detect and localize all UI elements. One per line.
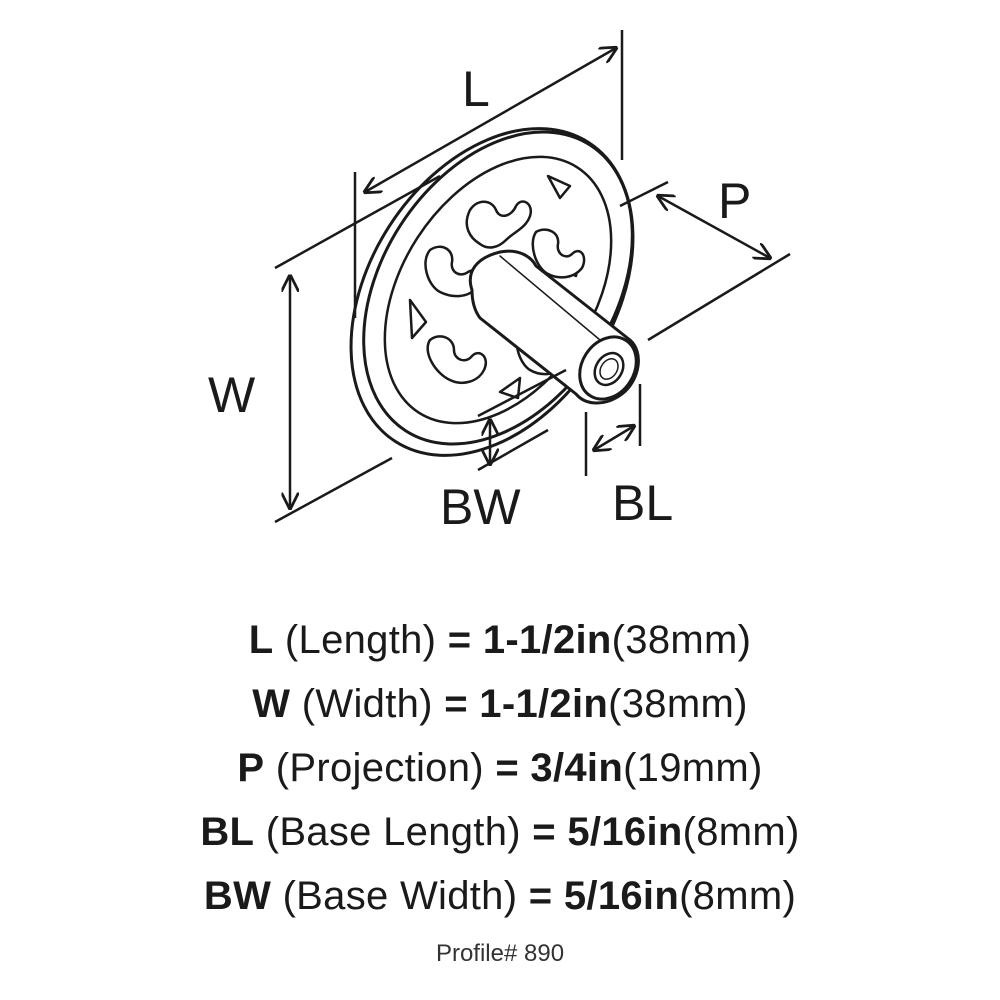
length-dimension-line (365, 48, 616, 192)
spec-description: (Projection) (275, 746, 484, 790)
spec-metric-value: (19mm) (623, 746, 763, 790)
knob-illustration (349, 127, 640, 457)
width-label: W (208, 367, 256, 423)
spec-description: (Length) (284, 618, 437, 662)
rosette-cutouts (408, 174, 586, 400)
spec-description: (Width) (301, 682, 433, 726)
spec-imperial-value: 5/16in (567, 810, 683, 854)
spec-code: P (237, 746, 265, 790)
spec-base-width: BW (Base Width) = 5/16in(8mm) (203, 874, 797, 918)
spec-code: W (252, 682, 291, 726)
spec-description: (Base Width) (282, 874, 518, 918)
projection-extension-front (647, 252, 791, 342)
base-width-extension-top (477, 368, 567, 418)
base-length-label: BL (612, 475, 673, 531)
cutout-scroll-lower (426, 335, 488, 384)
width-extension-bottom (274, 456, 393, 524)
spec-metric-value: (38mm) (608, 682, 748, 726)
length-label: L (462, 61, 490, 117)
spec-imperial-value: 5/16in (563, 874, 680, 918)
profile-number: Profile# 890 (435, 940, 565, 967)
spec-width: W (Width) = 1-1/2in(38mm) (252, 682, 748, 726)
knob-dimension-diagram: L W P BW BL (208, 30, 791, 535)
base-width-label: BW (440, 479, 521, 535)
spec-metric-value: (8mm) (682, 810, 800, 854)
spec-imperial-value: 1-1/2in (482, 618, 612, 662)
knob-post-highlight (499, 255, 601, 341)
projection-extension-back (619, 180, 669, 208)
spec-metric-value: (8mm) (679, 874, 797, 918)
projection-dimension-line (658, 196, 770, 258)
spec-code: BW (203, 874, 272, 918)
spec-base-length: BL (Base Length) = 5/16in(8mm) (200, 810, 800, 854)
spec-code: L (248, 618, 274, 662)
cutout-left-triangle (408, 298, 428, 340)
dimension-lines (274, 30, 791, 524)
spec-code: BL (200, 810, 255, 854)
cutout-lower-triangle (498, 376, 522, 400)
width-extension-top (274, 174, 441, 270)
spec-projection: P (Projection) = 3/4in(19mm) (237, 746, 763, 790)
spec-metric-value: (38mm) (611, 618, 752, 662)
spec-imperial-value: 3/4in (530, 746, 624, 790)
specification-list: L (Length) = 1-1/2in(38mm) W (Width) = 1… (0, 608, 1000, 928)
spec-imperial-value: 1-1/2in (479, 682, 609, 726)
spec-description: (Base Length) (265, 810, 521, 854)
spec-length: L (Length) = 1-1/2in(38mm) (248, 618, 752, 662)
projection-label: P (718, 173, 751, 229)
post-thread-ring (599, 358, 619, 380)
base-length-dimension-line (594, 426, 634, 450)
cutout-scroll-upper (465, 200, 533, 249)
